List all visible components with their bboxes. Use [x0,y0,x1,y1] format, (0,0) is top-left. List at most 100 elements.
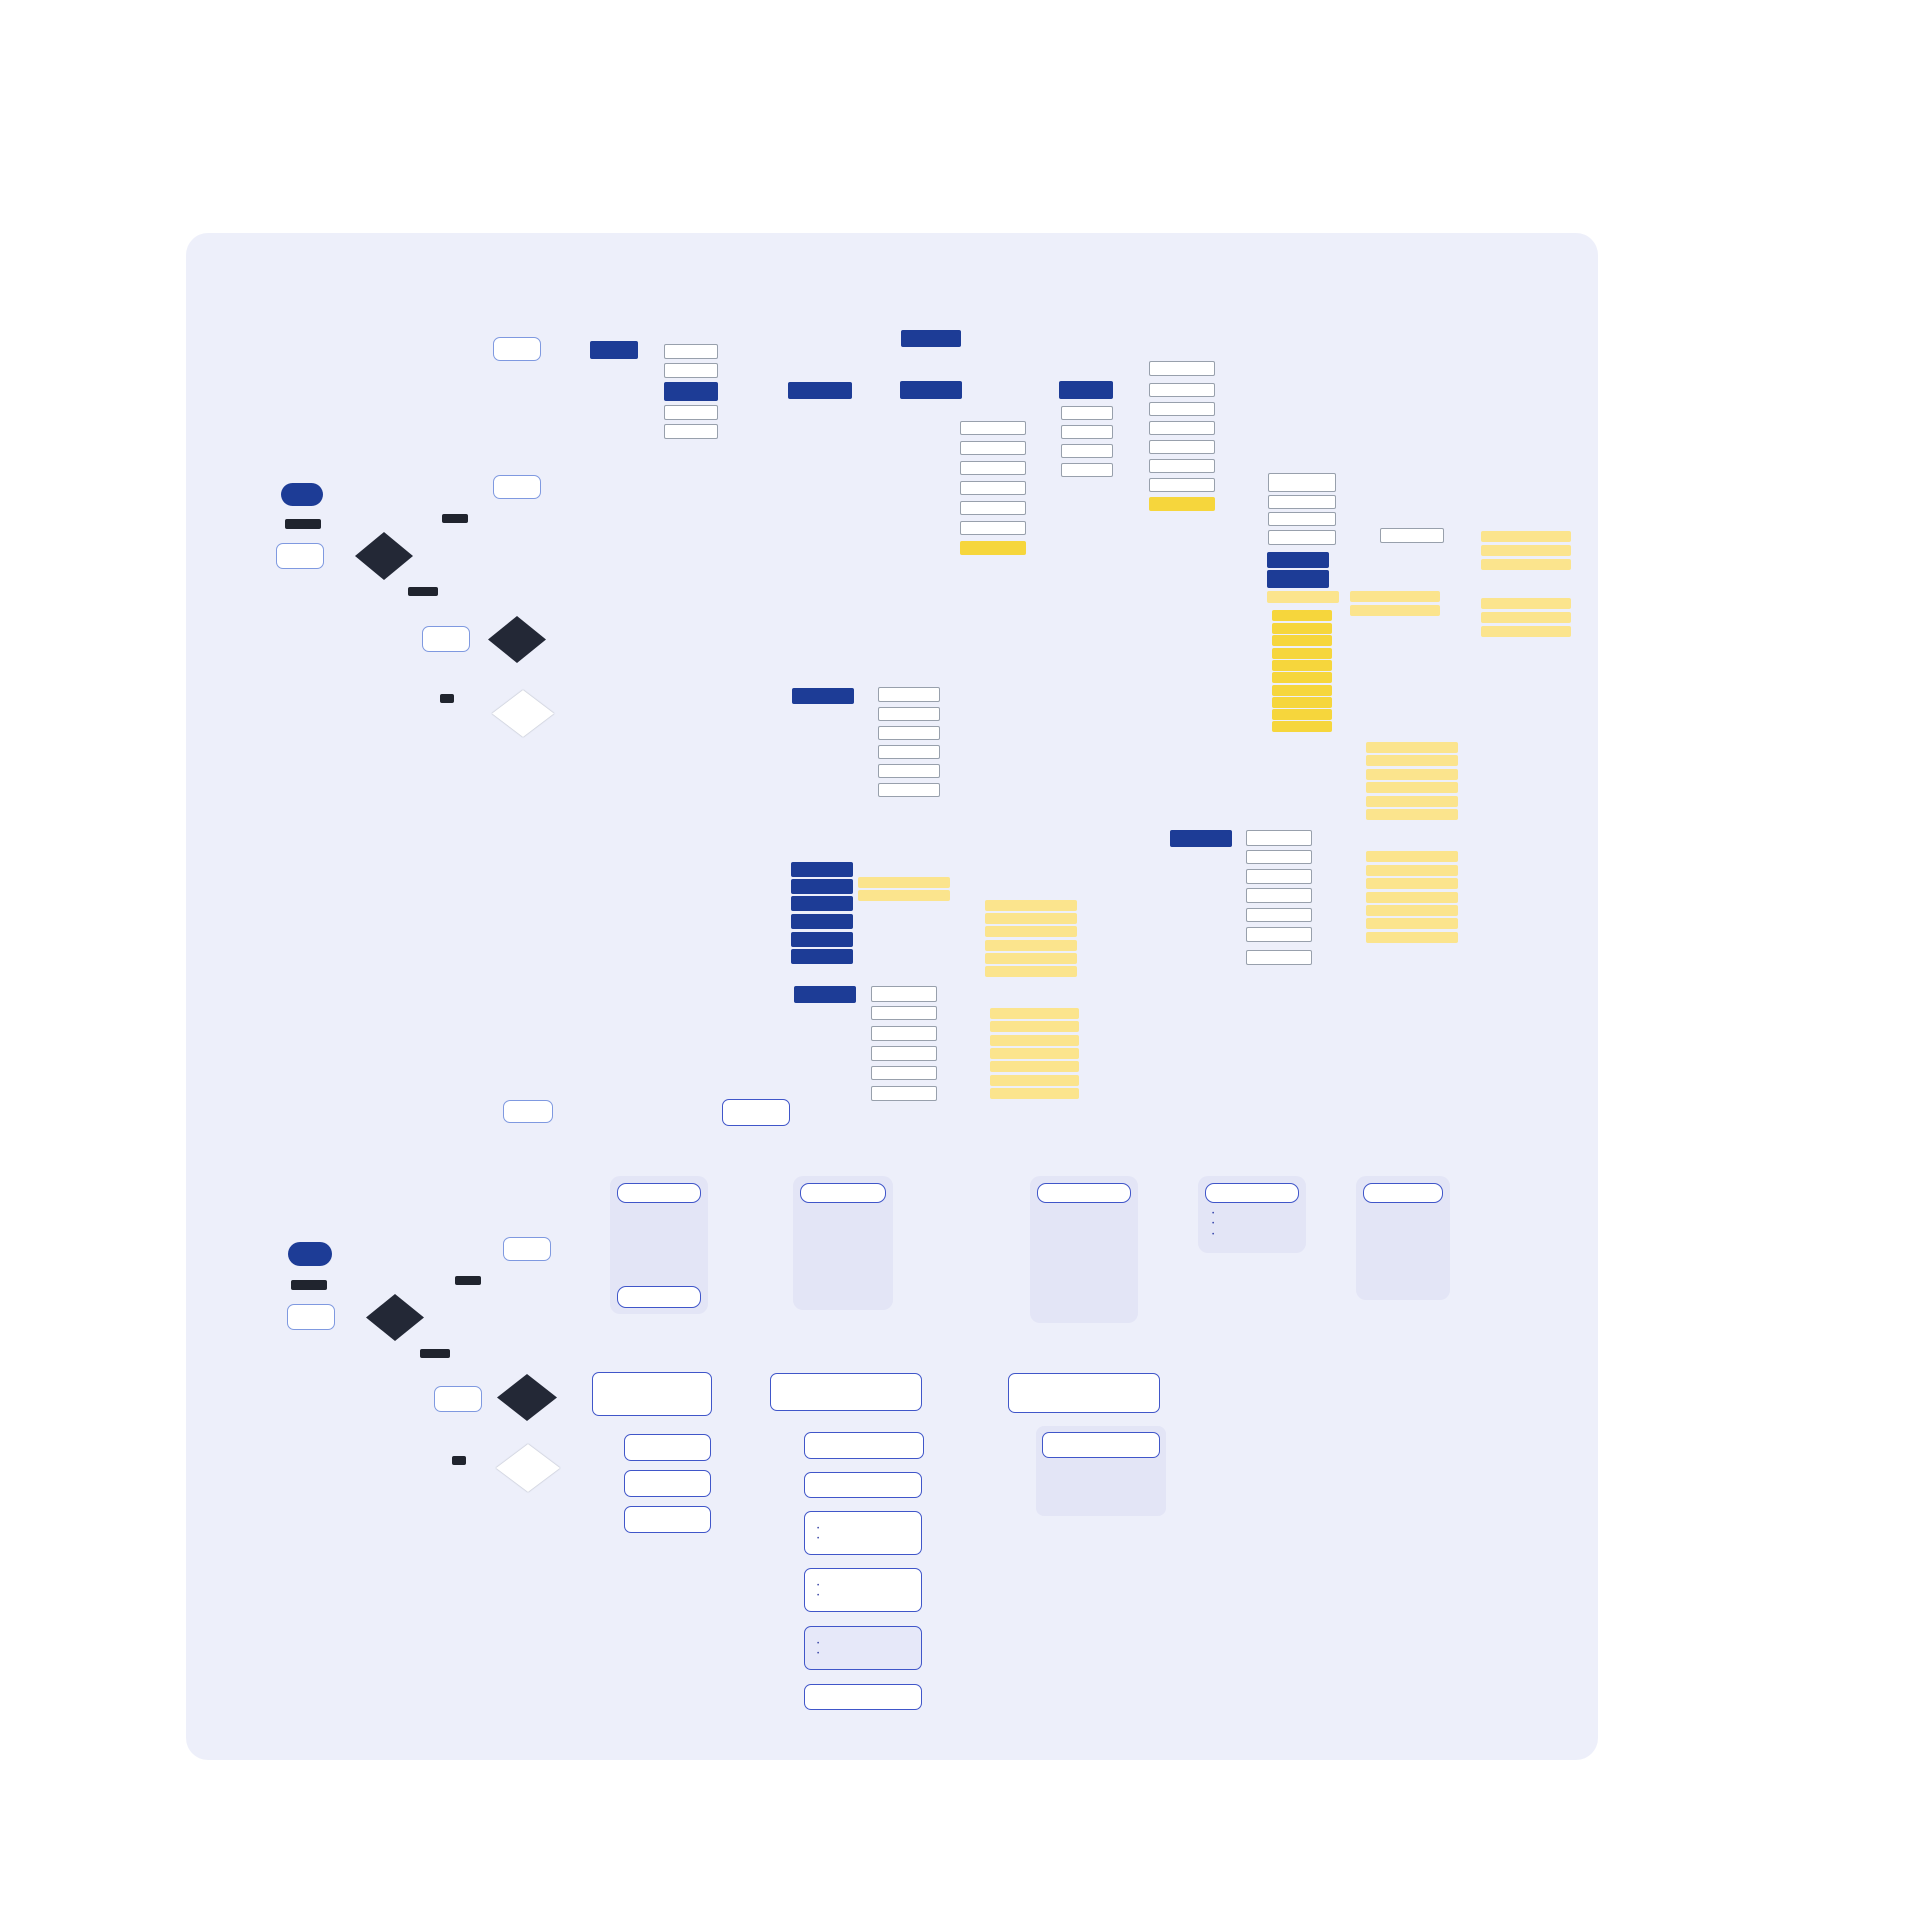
feedback-for-improvement [804,1626,922,1670]
briefings [664,405,718,420]
statistics [664,363,718,378]
participation-date-right [1366,932,1458,943]
interaction-metrics-b-bullet-0 [817,1581,925,1590]
who-talks-more-left [960,541,1026,555]
rec-agent-sentiment [1272,648,1332,659]
who-talks-more-right [1149,497,1215,511]
export-left [985,926,1077,937]
login-info-incorrect-b [496,1444,560,1492]
card-compliance-violation-title [800,1183,886,1203]
media-player-left [985,900,1077,911]
card-critical-issues-body [617,1207,701,1217]
call-records-right [1149,478,1215,492]
call-records-details [1267,591,1339,603]
recording-info-left [990,1061,1079,1072]
auto-qa-score [792,688,854,704]
spelling-grammar [878,687,940,702]
card-critical-issues [610,1176,708,1314]
login-info-correct-a2 [488,616,546,663]
actions-mngr-feedback [960,481,1026,495]
rec-time [1272,623,1332,634]
no-tag-a [440,694,454,703]
retry-login-a [422,626,470,652]
issue-type-details [804,1472,922,1498]
tone [878,726,940,740]
empathy-qa [878,745,940,759]
card-overview-body [1363,1207,1443,1220]
individual-interaction [770,1373,922,1411]
participation-date-left [990,1088,1079,1099]
list-of-issues [624,1434,711,1461]
day-date-left [990,1021,1079,1032]
correct-tag-a [442,514,468,523]
interaction-recording-bullet-1 [817,1534,925,1543]
feedback-for-improvement-bullet-0 [817,1639,925,1648]
jio-assist-tag-a [285,519,321,529]
card-search-body [1205,1207,1299,1239]
closing-qa [878,783,940,797]
card-search-line-1 [1205,1210,1299,1218]
actions-right [1149,440,1215,454]
login-info-correct-b2 [497,1374,557,1421]
call-overview [1059,381,1113,399]
correct-tag-b [455,1276,481,1285]
start-a [281,483,323,506]
retry-login-b [434,1386,482,1412]
interaction-metrics-b [804,1568,922,1612]
case-sentiments-right [1149,402,1215,416]
card-agent-performance-title [1037,1183,1131,1203]
positive-negative-neutral [1481,559,1571,570]
wrap-up-left [990,1075,1079,1086]
login-info-correct-a1 [355,532,413,580]
interaction-metrics-right [1366,878,1458,889]
card-agent-performance [1030,1176,1138,1323]
call-summary-right [1246,830,1312,846]
media-player-right [1366,742,1458,753]
home-a [493,475,541,499]
rec-language [1272,685,1332,696]
closing-left [871,1086,937,1101]
cx-interaction-dashboard [788,382,852,399]
card-search-line-3 [1205,1231,1299,1239]
ai-call-summary [1061,406,1113,420]
login-info-incorrect-a [492,690,554,737]
feedback-on-km-article [624,1470,711,1497]
dashboard-hub [722,1099,790,1126]
jio-assist-tag-b [291,1280,327,1290]
call-recording-playback-left [794,986,856,1003]
rec-customer [1272,660,1332,671]
call-distribution [1268,530,1336,545]
recording-info-right [1366,905,1458,916]
empathy-right [1246,888,1312,903]
caller-sentiments [1149,383,1215,397]
total-calls [1268,512,1336,526]
home-b [503,1237,551,1261]
distribution-non-talk-time [1267,570,1329,588]
highest-calls-per-agent [1350,605,1440,616]
case-status [1149,421,1215,435]
dashboard-white-b [503,1100,553,1123]
avg-ex-score [1481,531,1571,542]
avg-duration-talk-time [1268,473,1336,492]
interaction-recording [804,1511,922,1555]
card-critical-issues-footer-button [617,1286,701,1308]
percent-silent-score [791,896,853,911]
inbound-outbound [960,461,1026,475]
comments-right [1246,850,1312,864]
update-training-module [624,1506,711,1533]
call-recording-playback-right [1170,830,1232,847]
customer-interaction-analysis [664,382,718,401]
recording-start-right [1366,851,1458,862]
login-info-correct-b1 [366,1294,424,1341]
sentimental-score [960,421,1026,435]
greeting-right [1246,908,1312,922]
card-search [1198,1176,1306,1253]
card-compliance-violation [793,1176,893,1310]
case-sentiments-left [960,441,1026,455]
active-call-logs [900,381,962,399]
rec-non-talktime [1272,709,1332,720]
cmx-quality [791,949,853,964]
employee-experience [1380,528,1444,543]
agent-quality [791,879,853,894]
